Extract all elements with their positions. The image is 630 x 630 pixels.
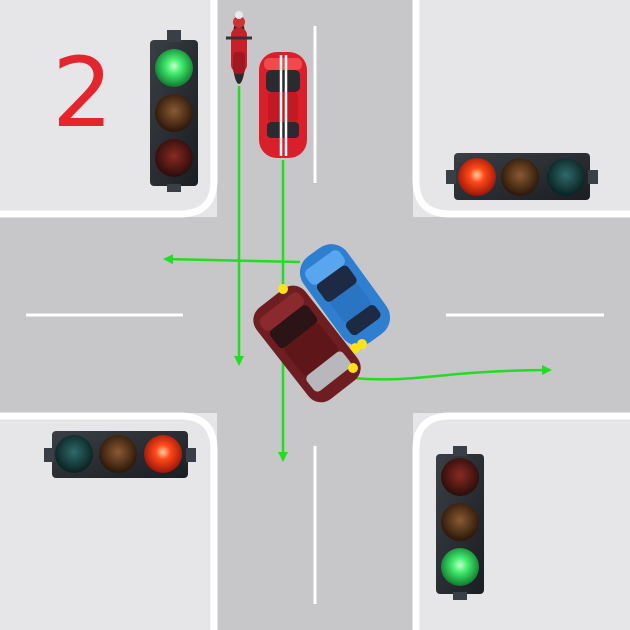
signal-red-lamp: [441, 458, 479, 496]
blue-car: [299, 244, 391, 354]
lane-markings: [26, 26, 604, 604]
signal-amber-lamp: [155, 94, 193, 132]
signal-green-lamp: [441, 548, 479, 586]
signal-amber-lamp: [501, 158, 539, 196]
signal-red-lamp: [155, 139, 193, 177]
traffic-light-south-west: [44, 431, 196, 478]
signal-red-lamp: [458, 158, 496, 196]
turn-indicator: [348, 363, 358, 373]
signal-green-lamp: [547, 158, 585, 196]
signal-green-lamp: [155, 49, 193, 87]
signal-green-lamp: [55, 435, 93, 473]
turn-indicator: [357, 339, 367, 349]
turn-indicator: [278, 284, 288, 294]
path-arrow-blue-car: [163, 254, 301, 265]
signal-red-lamp: [144, 435, 182, 473]
path-arrow-dark-suv: [351, 365, 552, 381]
traffic-light-north-west: [150, 30, 198, 192]
signal-amber-lamp: [99, 435, 137, 473]
traffic-light-south-east: [436, 446, 484, 600]
scenario-number: 2: [52, 37, 114, 149]
traffic-light-north-east: [446, 153, 598, 200]
motorcycle: [226, 11, 252, 84]
dark-red-suv: [253, 285, 361, 403]
signal-amber-lamp: [441, 503, 479, 541]
red-sports-car: [259, 52, 307, 158]
